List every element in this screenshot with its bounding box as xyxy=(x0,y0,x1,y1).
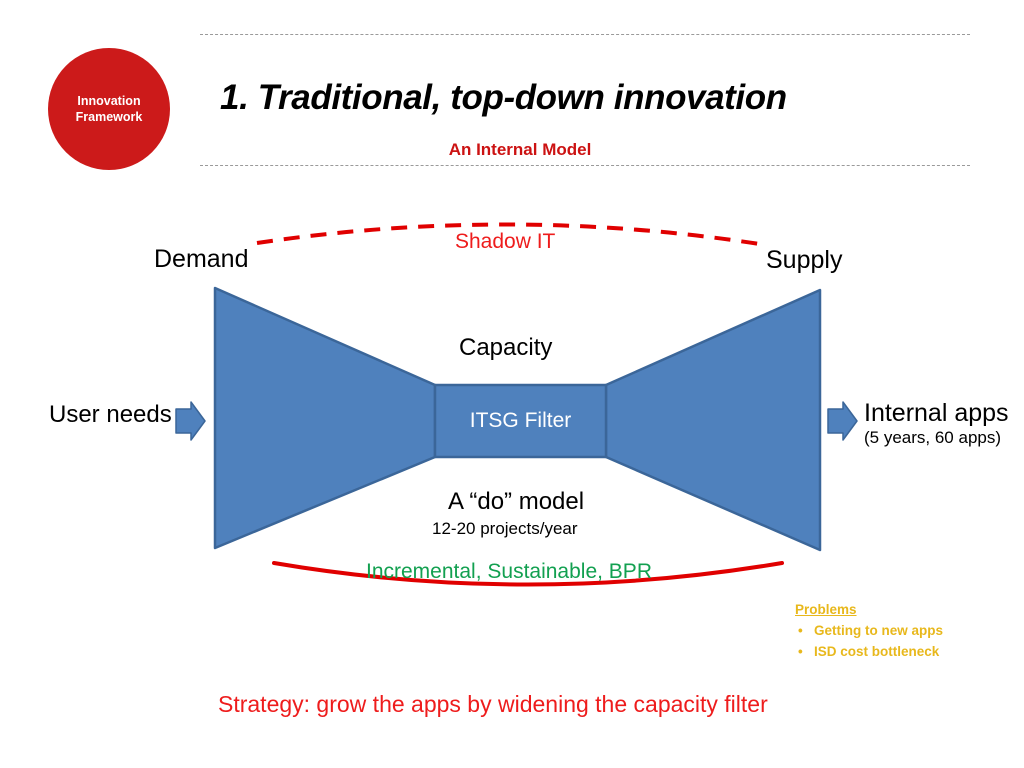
bottom-red-arc xyxy=(272,561,784,587)
internal-apps-label: Internal apps xyxy=(864,399,1009,427)
supply-funnel-shape xyxy=(604,288,822,552)
internal-apps-arrow-icon xyxy=(827,401,858,441)
user-needs-label: User needs xyxy=(49,401,172,428)
shadow-it-label: Shadow IT xyxy=(455,230,556,253)
capacity-label: Capacity xyxy=(459,334,553,361)
internal-apps-sublabel: (5 years, 60 apps) xyxy=(864,428,1002,448)
problems-list-item: • Getting to new apps xyxy=(795,621,943,642)
itsg-filter-shape xyxy=(433,383,608,459)
problems-item-label: Getting to new apps xyxy=(814,622,944,638)
innovation-framework-badge: Innovation Framework xyxy=(48,48,170,170)
itsg-filter-label: ITSG Filter xyxy=(469,409,572,432)
header-divider-top xyxy=(200,34,970,35)
projects-per-year-label: 12-20 projects/year xyxy=(432,519,578,538)
slide-subtitle: An Internal Model xyxy=(448,140,592,159)
problems-callout: Problems • Getting to new apps • ISD cos… xyxy=(795,600,943,663)
header-divider-bottom xyxy=(200,165,970,166)
bullet-icon: • xyxy=(798,622,803,638)
slide-title: 1. Traditional, top-down innovation xyxy=(220,78,787,117)
strategy-statement: Strategy: grow the apps by widening the … xyxy=(218,691,768,717)
supply-label: Supply xyxy=(766,246,843,274)
problems-title: Problems xyxy=(795,602,857,617)
demand-label: Demand xyxy=(154,245,249,273)
problems-list-item: • ISD cost bottleneck xyxy=(795,642,943,663)
problems-list: • Getting to new apps • ISD cost bottlen… xyxy=(795,621,943,663)
incremental-label: Incremental, Sustainable, BPR xyxy=(366,560,652,583)
problems-item-label: ISD cost bottleneck xyxy=(814,643,940,659)
do-model-label: A “do” model xyxy=(448,488,585,515)
demand-funnel-shape xyxy=(213,286,437,550)
user-needs-arrow-icon xyxy=(175,401,206,441)
shadow-it-arc xyxy=(256,222,767,247)
internal-apps-group: Internal apps (5 years, 60 apps) xyxy=(864,400,1009,449)
badge-line-2: Framework xyxy=(75,110,143,124)
bullet-icon: • xyxy=(798,643,803,659)
badge-line-1: Innovation xyxy=(77,93,141,108)
